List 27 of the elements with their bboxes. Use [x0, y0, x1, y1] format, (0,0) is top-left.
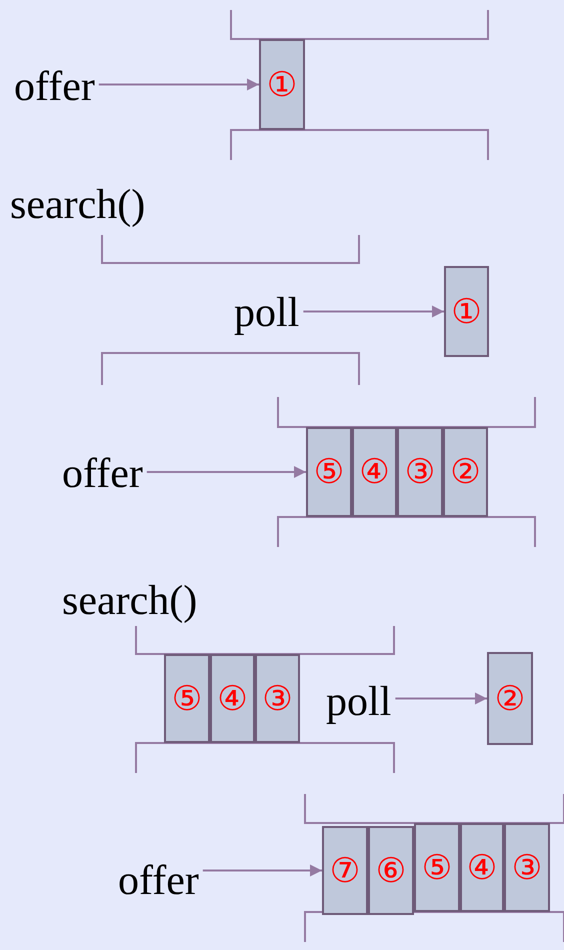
queue-element: ③	[255, 654, 300, 743]
queue-element: ③	[504, 823, 550, 912]
queue-element: ⑦	[322, 826, 368, 915]
method-label: search()	[10, 184, 146, 226]
method-label: search()	[62, 580, 198, 622]
operation-label: offer	[118, 860, 199, 902]
queue-element: ④	[460, 823, 504, 912]
arrow	[146, 466, 306, 478]
queue-element: ②	[487, 652, 533, 745]
arrow	[98, 78, 259, 90]
queue-element: ⑤	[414, 823, 460, 912]
queue-element: ③	[397, 427, 443, 517]
queue-element: ④	[352, 427, 397, 517]
arrow	[395, 692, 487, 704]
operation-label: poll	[234, 292, 300, 334]
queue-element: ④	[210, 654, 255, 743]
queue-element: ①	[444, 266, 489, 357]
operation-label: poll	[326, 681, 392, 723]
arrow	[303, 306, 444, 318]
queue-element: ⑥	[368, 826, 414, 915]
arrow	[202, 864, 322, 876]
queue-element: ②	[443, 427, 488, 517]
queue-element: ⑤	[164, 654, 210, 743]
queue-element: ①	[259, 39, 305, 130]
operation-label: offer	[14, 66, 95, 108]
queue-element: ⑤	[306, 427, 352, 517]
operation-label: offer	[62, 453, 143, 495]
